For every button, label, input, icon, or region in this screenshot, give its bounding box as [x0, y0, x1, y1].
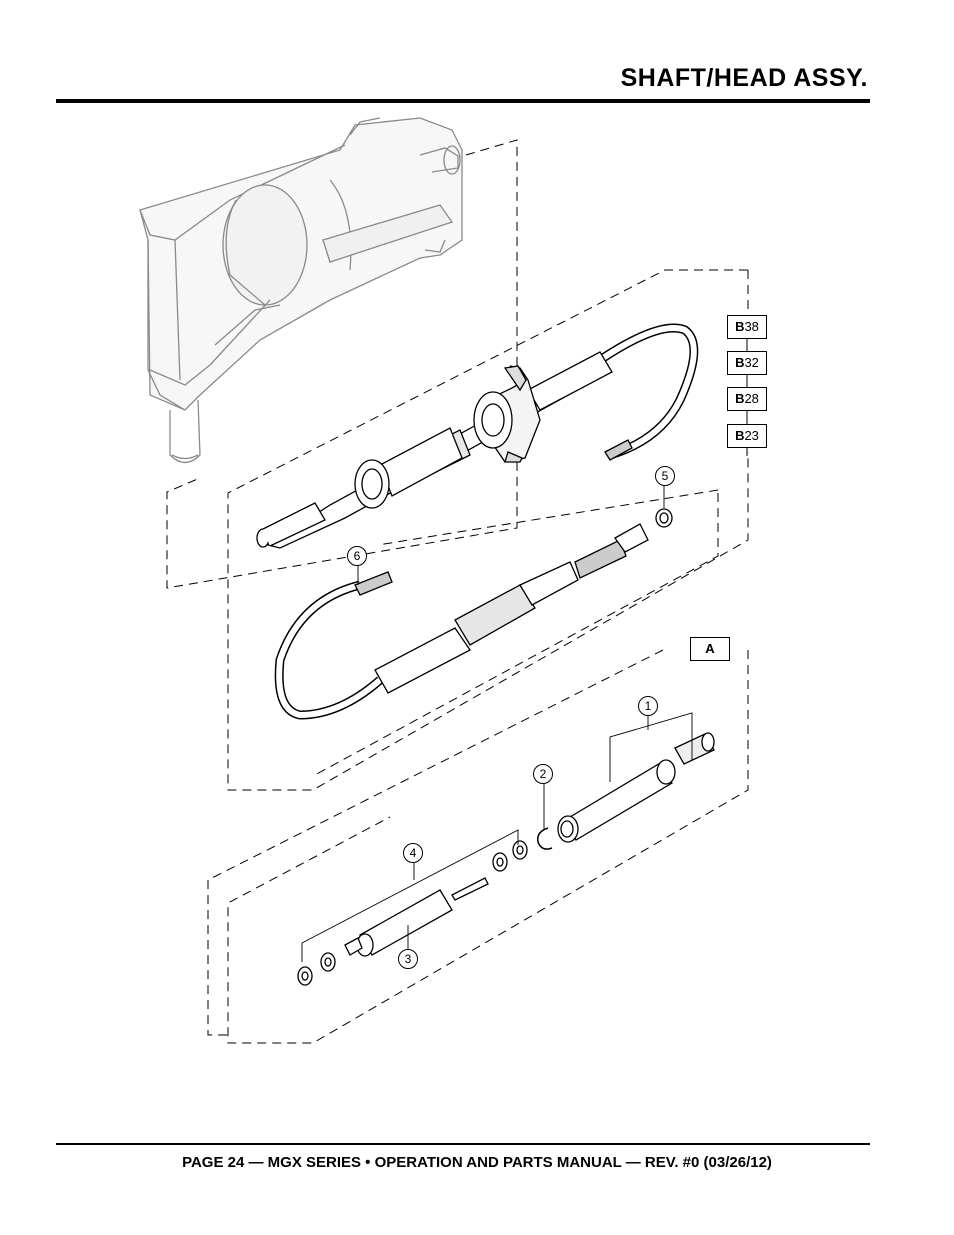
footer-rule — [56, 1143, 870, 1145]
callout-3: 3 — [398, 949, 418, 969]
callout-1: 1 — [638, 696, 658, 716]
header-rule — [56, 99, 870, 103]
callout-leaders — [301, 485, 693, 962]
reference-tag-b23: B23 — [727, 424, 767, 448]
motor-housing-ghost — [139, 117, 463, 464]
section-tag-a: A — [690, 637, 730, 661]
callout-6: 6 — [347, 546, 367, 566]
page-title: SHAFT/HEAD ASSY. — [620, 64, 868, 92]
callout-2: 2 — [533, 764, 553, 784]
flex-shaft-upper — [256, 323, 699, 549]
page-footer: PAGE 24 — MGX SERIES • OPERATION AND PAR… — [182, 1154, 772, 1171]
bearings-and-shaft — [297, 840, 528, 986]
reference-tag-b32: B32 — [727, 351, 767, 375]
assembly-outlines — [166, 139, 749, 1044]
part-5-nut — [655, 508, 673, 528]
callout-4: 4 — [403, 843, 423, 863]
reference-tag-b38: B38 — [727, 315, 767, 339]
part-2-ring — [536, 827, 553, 850]
flex-shaft-lower — [274, 523, 649, 720]
callout-5: 5 — [655, 466, 675, 486]
reference-tag-b28: B28 — [727, 387, 767, 411]
part-1-tube — [557, 732, 715, 843]
